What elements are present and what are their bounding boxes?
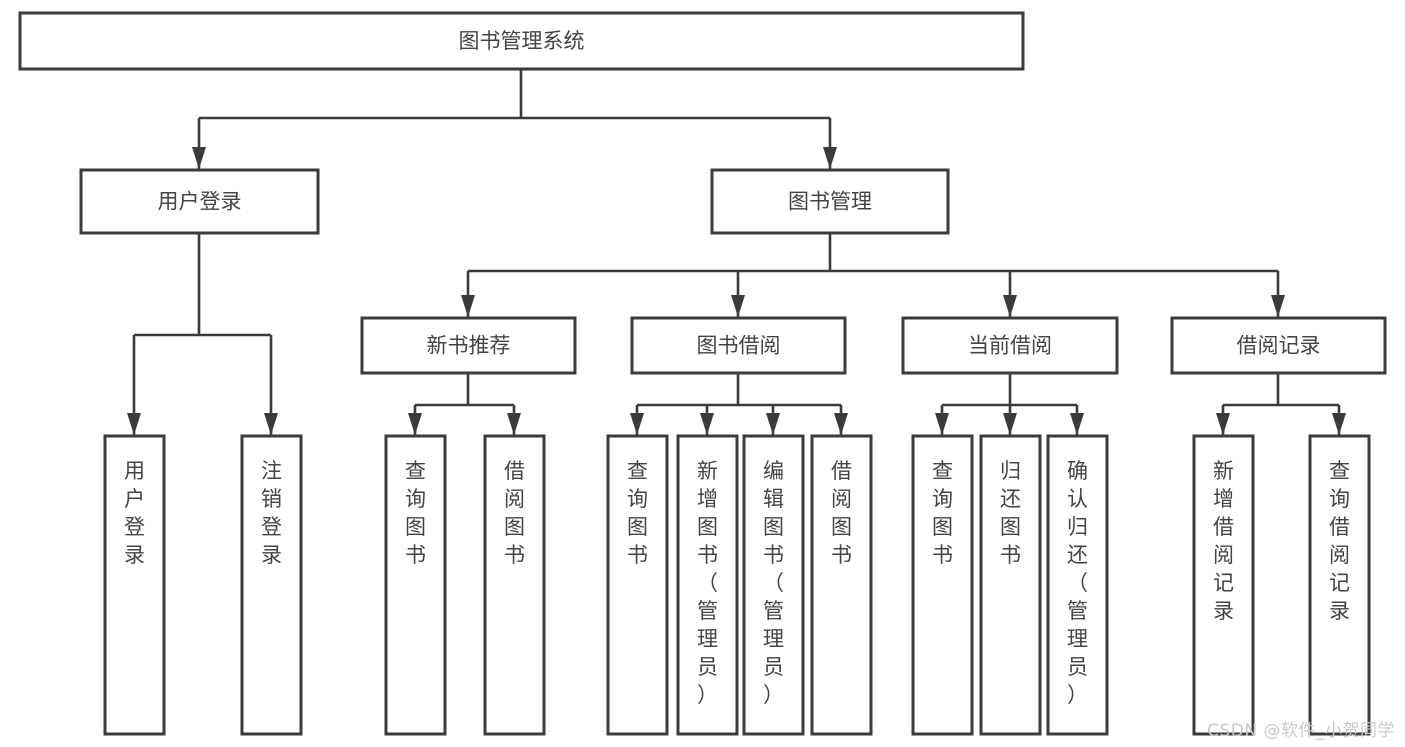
arrow-head-icon xyxy=(461,295,475,317)
node-leaf-confirm-return[interactable]: 确认归还（管理员） xyxy=(1046,434,1109,736)
arrow-head-icon xyxy=(731,295,745,317)
node-label: 归还图书 xyxy=(1000,459,1021,567)
arrow-head-icon xyxy=(1070,413,1084,435)
arrow-head-icon xyxy=(700,413,714,435)
arrow-head-icon xyxy=(935,413,949,435)
node-leaf-return-book[interactable]: 归还图书 xyxy=(979,434,1042,736)
arrow-head-icon xyxy=(127,413,141,435)
node-book-manage[interactable]: 图书管理 xyxy=(710,168,950,235)
node-label: 新书推荐 xyxy=(427,334,511,358)
connector-userlogin-to-leaves xyxy=(127,233,278,435)
arrow-head-icon xyxy=(1332,413,1346,435)
node-label: 图书管理 xyxy=(788,190,872,214)
arrow-head-icon xyxy=(264,413,278,435)
arrow-head-icon xyxy=(1003,413,1017,435)
node-new-book-recommend[interactable]: 新书推荐 xyxy=(360,316,577,375)
node-label: 查询图书 xyxy=(405,459,426,567)
node-leaf-add-record[interactable]: 新增借阅记录 xyxy=(1192,434,1255,736)
node-label: 用户登录 xyxy=(124,459,145,567)
arrow-head-icon xyxy=(1216,413,1230,435)
node-layer: 图书管理系统用户登录图书管理新书推荐图书借阅当前借阅借阅记录用户登录注销登录查询… xyxy=(18,11,1387,736)
arrow-head-icon xyxy=(834,413,848,435)
node-book-borrow[interactable]: 图书借阅 xyxy=(630,316,847,375)
node-label: 新增借阅记录 xyxy=(1213,459,1234,623)
node-label: 查询图书 xyxy=(932,459,953,567)
node-leaf-borrow-book-1[interactable]: 借阅图书 xyxy=(483,434,546,736)
node-borrow-record[interactable]: 借阅记录 xyxy=(1170,316,1387,375)
node-label: 查询借阅记录 xyxy=(1329,459,1350,623)
node-user-login[interactable]: 用户登录 xyxy=(79,168,320,235)
node-leaf-logout[interactable]: 注销登录 xyxy=(240,434,303,736)
connector-root-to-level2 xyxy=(192,69,837,169)
connector-current-to-leaves xyxy=(935,373,1084,435)
node-label: 当前借阅 xyxy=(968,334,1052,358)
node-label: 用户登录 xyxy=(158,190,242,214)
node-label: 图书借阅 xyxy=(697,334,781,358)
node-leaf-query-book-2[interactable]: 查询图书 xyxy=(606,434,669,736)
arrow-head-icon xyxy=(507,413,521,435)
arrow-head-icon xyxy=(408,413,422,435)
connector-record-to-leaves xyxy=(1216,373,1346,435)
node-label: 借阅图书 xyxy=(504,459,525,567)
connector-borrow-to-leaves xyxy=(630,373,848,435)
node-leaf-add-book[interactable]: 新增图书（管理员） xyxy=(676,434,739,736)
node-label: 注销登录 xyxy=(261,459,282,567)
arrow-head-icon xyxy=(1003,295,1017,317)
node-label: 编辑图书（管理员） xyxy=(763,459,784,707)
node-root[interactable]: 图书管理系统 xyxy=(18,11,1025,71)
connector-bookmanage-to-level3 xyxy=(461,233,1285,317)
node-label: 借阅图书 xyxy=(831,459,852,567)
node-label: 借阅记录 xyxy=(1237,334,1321,358)
node-leaf-borrow-book-2[interactable]: 借阅图书 xyxy=(810,434,873,736)
connector-layer xyxy=(127,69,1346,435)
arrow-head-icon xyxy=(630,413,644,435)
node-label: 图书管理系统 xyxy=(459,29,585,53)
connector-recommend-to-leaves xyxy=(408,373,521,435)
node-leaf-user-login[interactable]: 用户登录 xyxy=(103,434,166,736)
node-current-borrow[interactable]: 当前借阅 xyxy=(901,316,1119,375)
node-leaf-query-book-1[interactable]: 查询图书 xyxy=(384,434,447,736)
node-leaf-query-record[interactable]: 查询借阅记录 xyxy=(1308,434,1371,736)
arrow-head-icon xyxy=(823,147,837,169)
node-label: 新增图书（管理员） xyxy=(697,459,718,707)
node-leaf-edit-book[interactable]: 编辑图书（管理员） xyxy=(742,434,805,736)
node-leaf-query-book-3[interactable]: 查询图书 xyxy=(911,434,974,736)
arrow-head-icon xyxy=(192,147,206,169)
arrow-head-icon xyxy=(1271,295,1285,317)
node-label: 确认归还（管理员） xyxy=(1067,459,1088,707)
node-label: 查询图书 xyxy=(627,459,648,567)
arrow-head-icon xyxy=(766,413,780,435)
